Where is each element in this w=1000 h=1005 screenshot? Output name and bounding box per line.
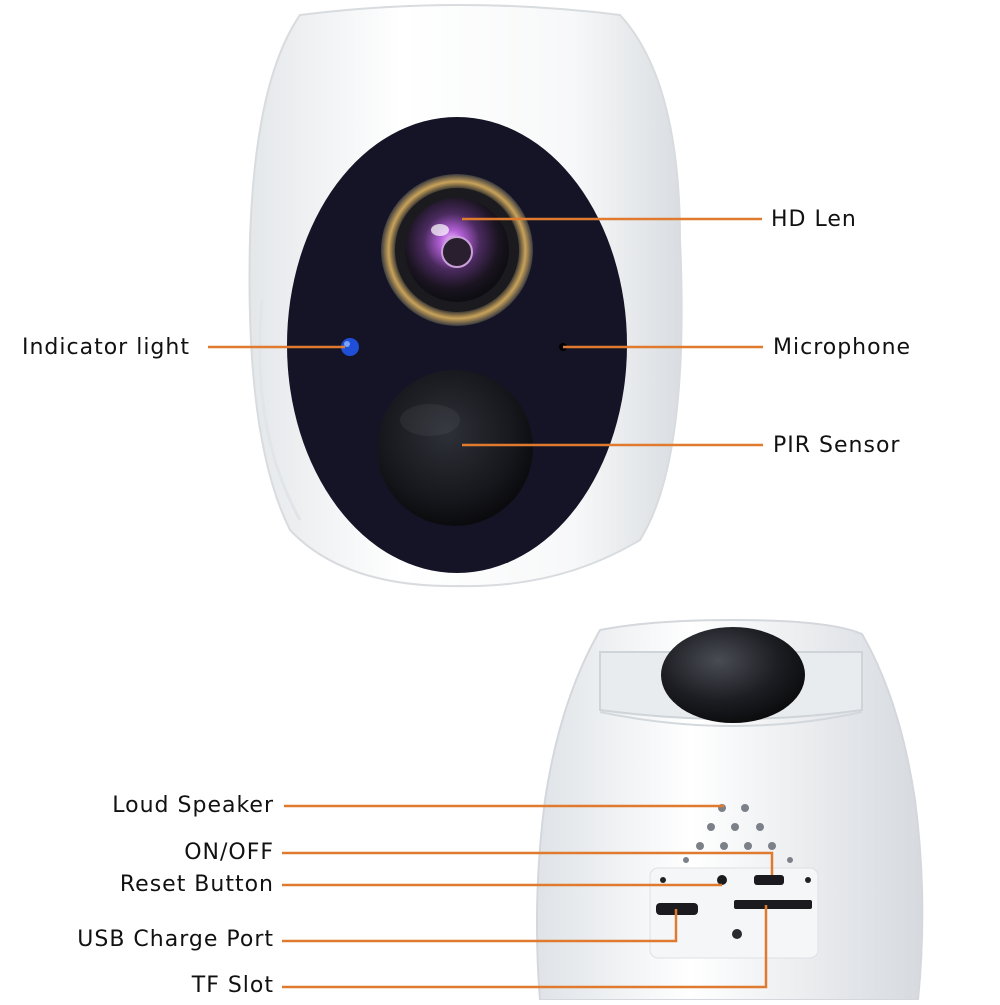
tf-slot-label: TF Slot bbox=[191, 973, 274, 998]
leader-usb bbox=[282, 909, 678, 943]
power-switch bbox=[754, 875, 784, 885]
on-off-label: ON/OFF bbox=[184, 840, 274, 865]
hd-len-label: HD Len bbox=[771, 207, 857, 232]
camera-shell-seam bbox=[258, 299, 302, 521]
reset-button-label: Reset Button bbox=[119, 872, 274, 897]
speaker-holes bbox=[683, 804, 793, 863]
camera-front-view bbox=[248, 4, 683, 588]
pir-dome-icon bbox=[377, 370, 533, 526]
indicator-light-label: Indicator light bbox=[22, 335, 190, 360]
reset-pinhole bbox=[717, 875, 727, 885]
microphone-label: Microphone bbox=[773, 335, 912, 360]
leader-on-off bbox=[282, 851, 774, 875]
rear-port-panel bbox=[649, 867, 819, 959]
leader-lines bbox=[208, 217, 774, 989]
rear-dome bbox=[661, 627, 805, 723]
leader-tf bbox=[282, 905, 768, 989]
pir-sensor-label: PIR Sensor bbox=[773, 433, 901, 458]
camera-face-panel bbox=[287, 117, 627, 573]
tf-card-slot bbox=[734, 900, 812, 909]
loud-speaker-label: Loud Speaker bbox=[112, 793, 274, 818]
usb-charge-port-label: USB Charge Port bbox=[77, 927, 274, 952]
camera-rear-view bbox=[535, 618, 924, 1001]
